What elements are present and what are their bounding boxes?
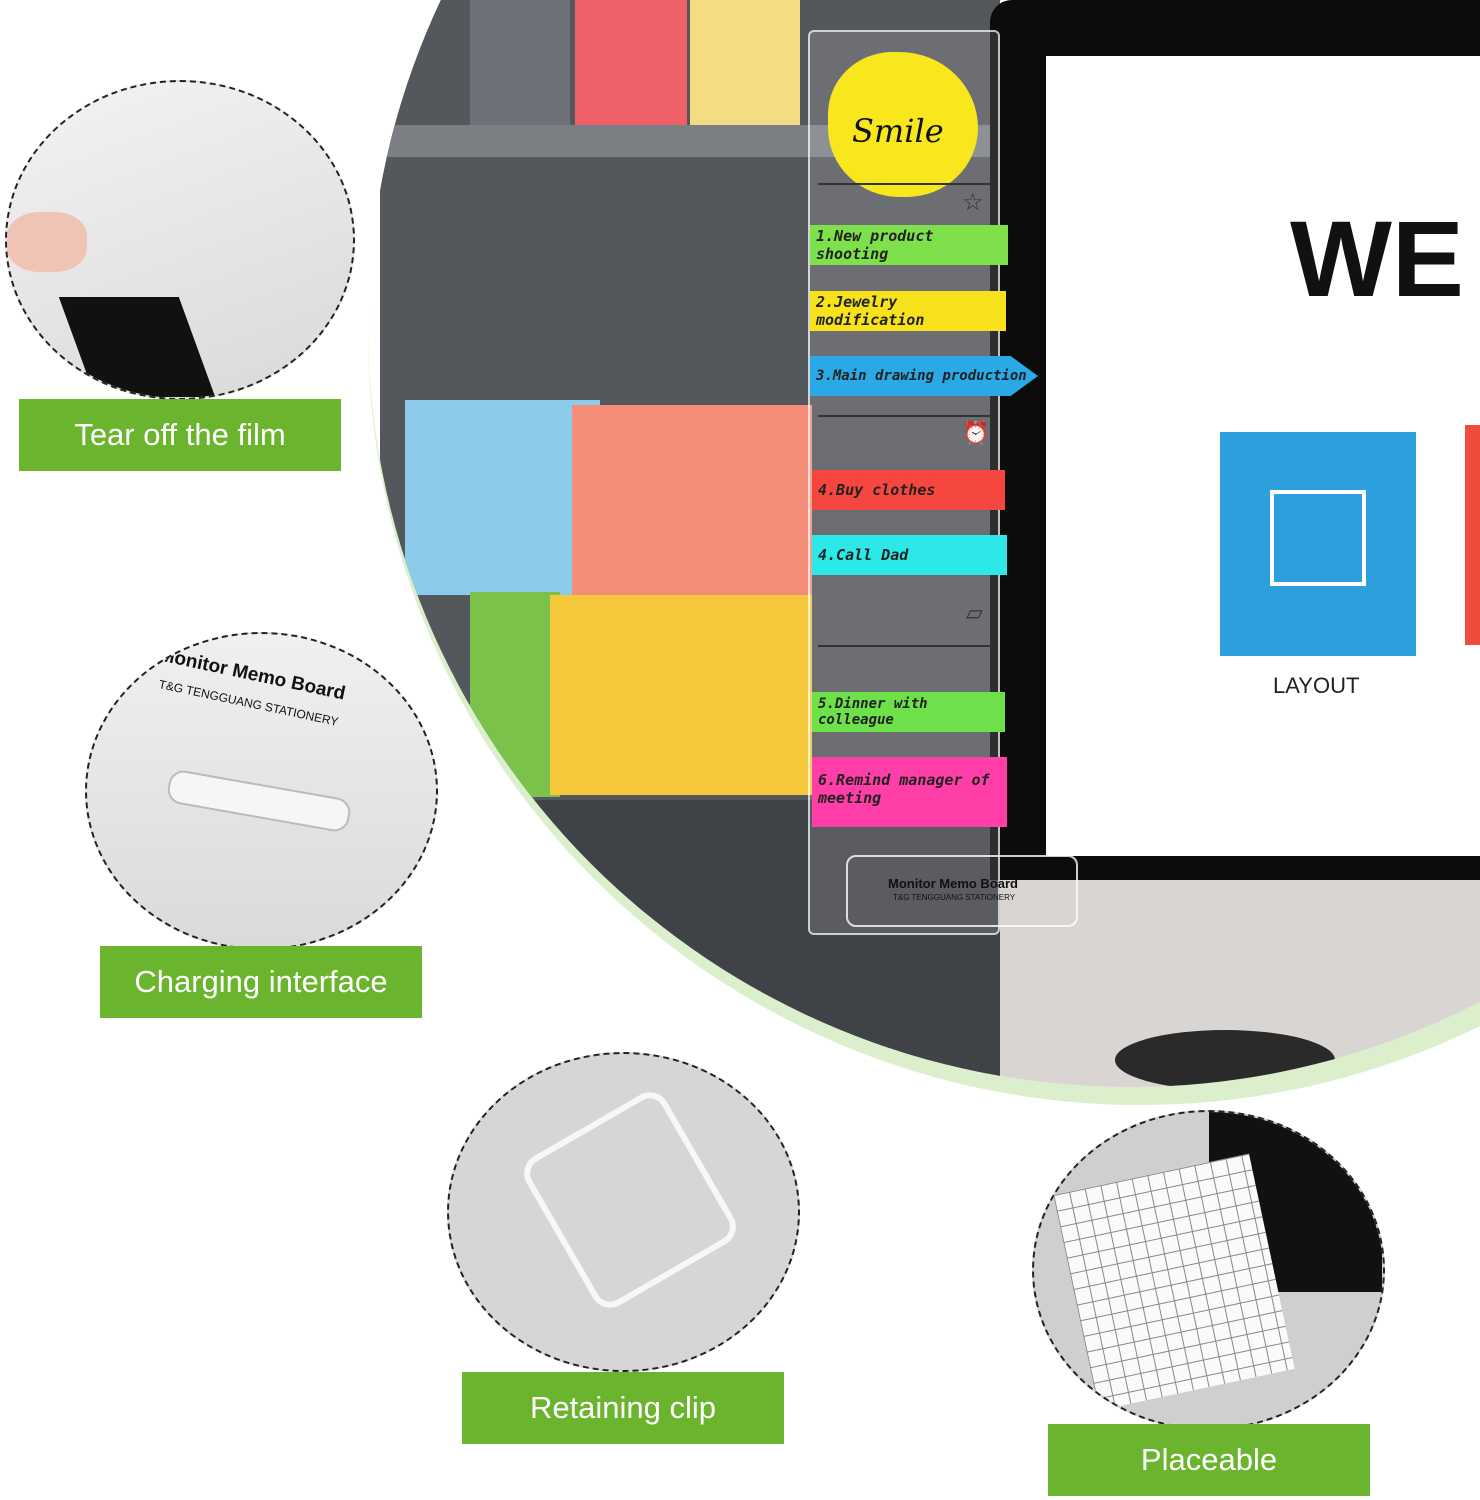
note: 4.Buy clothes <box>812 470 1005 510</box>
clip-shape <box>516 1085 744 1315</box>
board-maker: T&G TENGGUANG STATIONERY <box>893 893 1016 902</box>
divider <box>818 415 993 417</box>
detail-clip <box>447 1052 800 1372</box>
note-pad-icon: ▱ <box>966 600 983 625</box>
layout-icon <box>1270 490 1366 586</box>
alarm-clock-icon: ⏰ <box>962 420 990 445</box>
layout-tile <box>1220 432 1416 656</box>
note: 4.Call Dad <box>812 535 1007 575</box>
board-pocket <box>846 855 1078 927</box>
block-green <box>470 592 560 797</box>
star-icon: ☆ <box>962 189 984 216</box>
note: 2.Jewelry modification <box>810 291 1006 331</box>
feature-label: Retaining clip <box>462 1372 784 1444</box>
divider <box>818 645 993 647</box>
detail-placeable <box>1032 1110 1385 1430</box>
finger <box>7 212 87 272</box>
note: 1.New product shooting <box>810 225 1008 265</box>
book-gray <box>470 0 570 125</box>
book-yellow <box>690 0 800 125</box>
block-yellow <box>550 595 812 795</box>
charging-slot <box>165 768 353 834</box>
book-red <box>575 0 687 125</box>
detail-film <box>5 80 355 400</box>
smile-text: Smile <box>852 112 944 150</box>
feature-label: Charging interface <box>100 946 422 1018</box>
detail-charging: Monitor Memo Board T&G TENGGUANG STATION… <box>85 632 438 950</box>
divider <box>818 183 993 185</box>
block-blue <box>405 400 600 595</box>
smile-note <box>828 52 978 197</box>
block-salmon <box>572 405 812 600</box>
note: 6.Remind manager of meeting <box>812 757 1007 827</box>
black-strip <box>58 297 216 397</box>
layout-label: LAYOUT <box>1273 673 1360 698</box>
feature-label: Placeable <box>1048 1424 1370 1496</box>
next-tile <box>1465 425 1480 645</box>
feature-label: Tear off the film <box>19 399 341 471</box>
monitor-headline: WE <box>1290 198 1464 319</box>
board-brand: Monitor Memo Board <box>888 876 1018 891</box>
note: 3.Main drawing production <box>810 356 1038 396</box>
note: 5.Dinner with colleague <box>812 692 1005 732</box>
